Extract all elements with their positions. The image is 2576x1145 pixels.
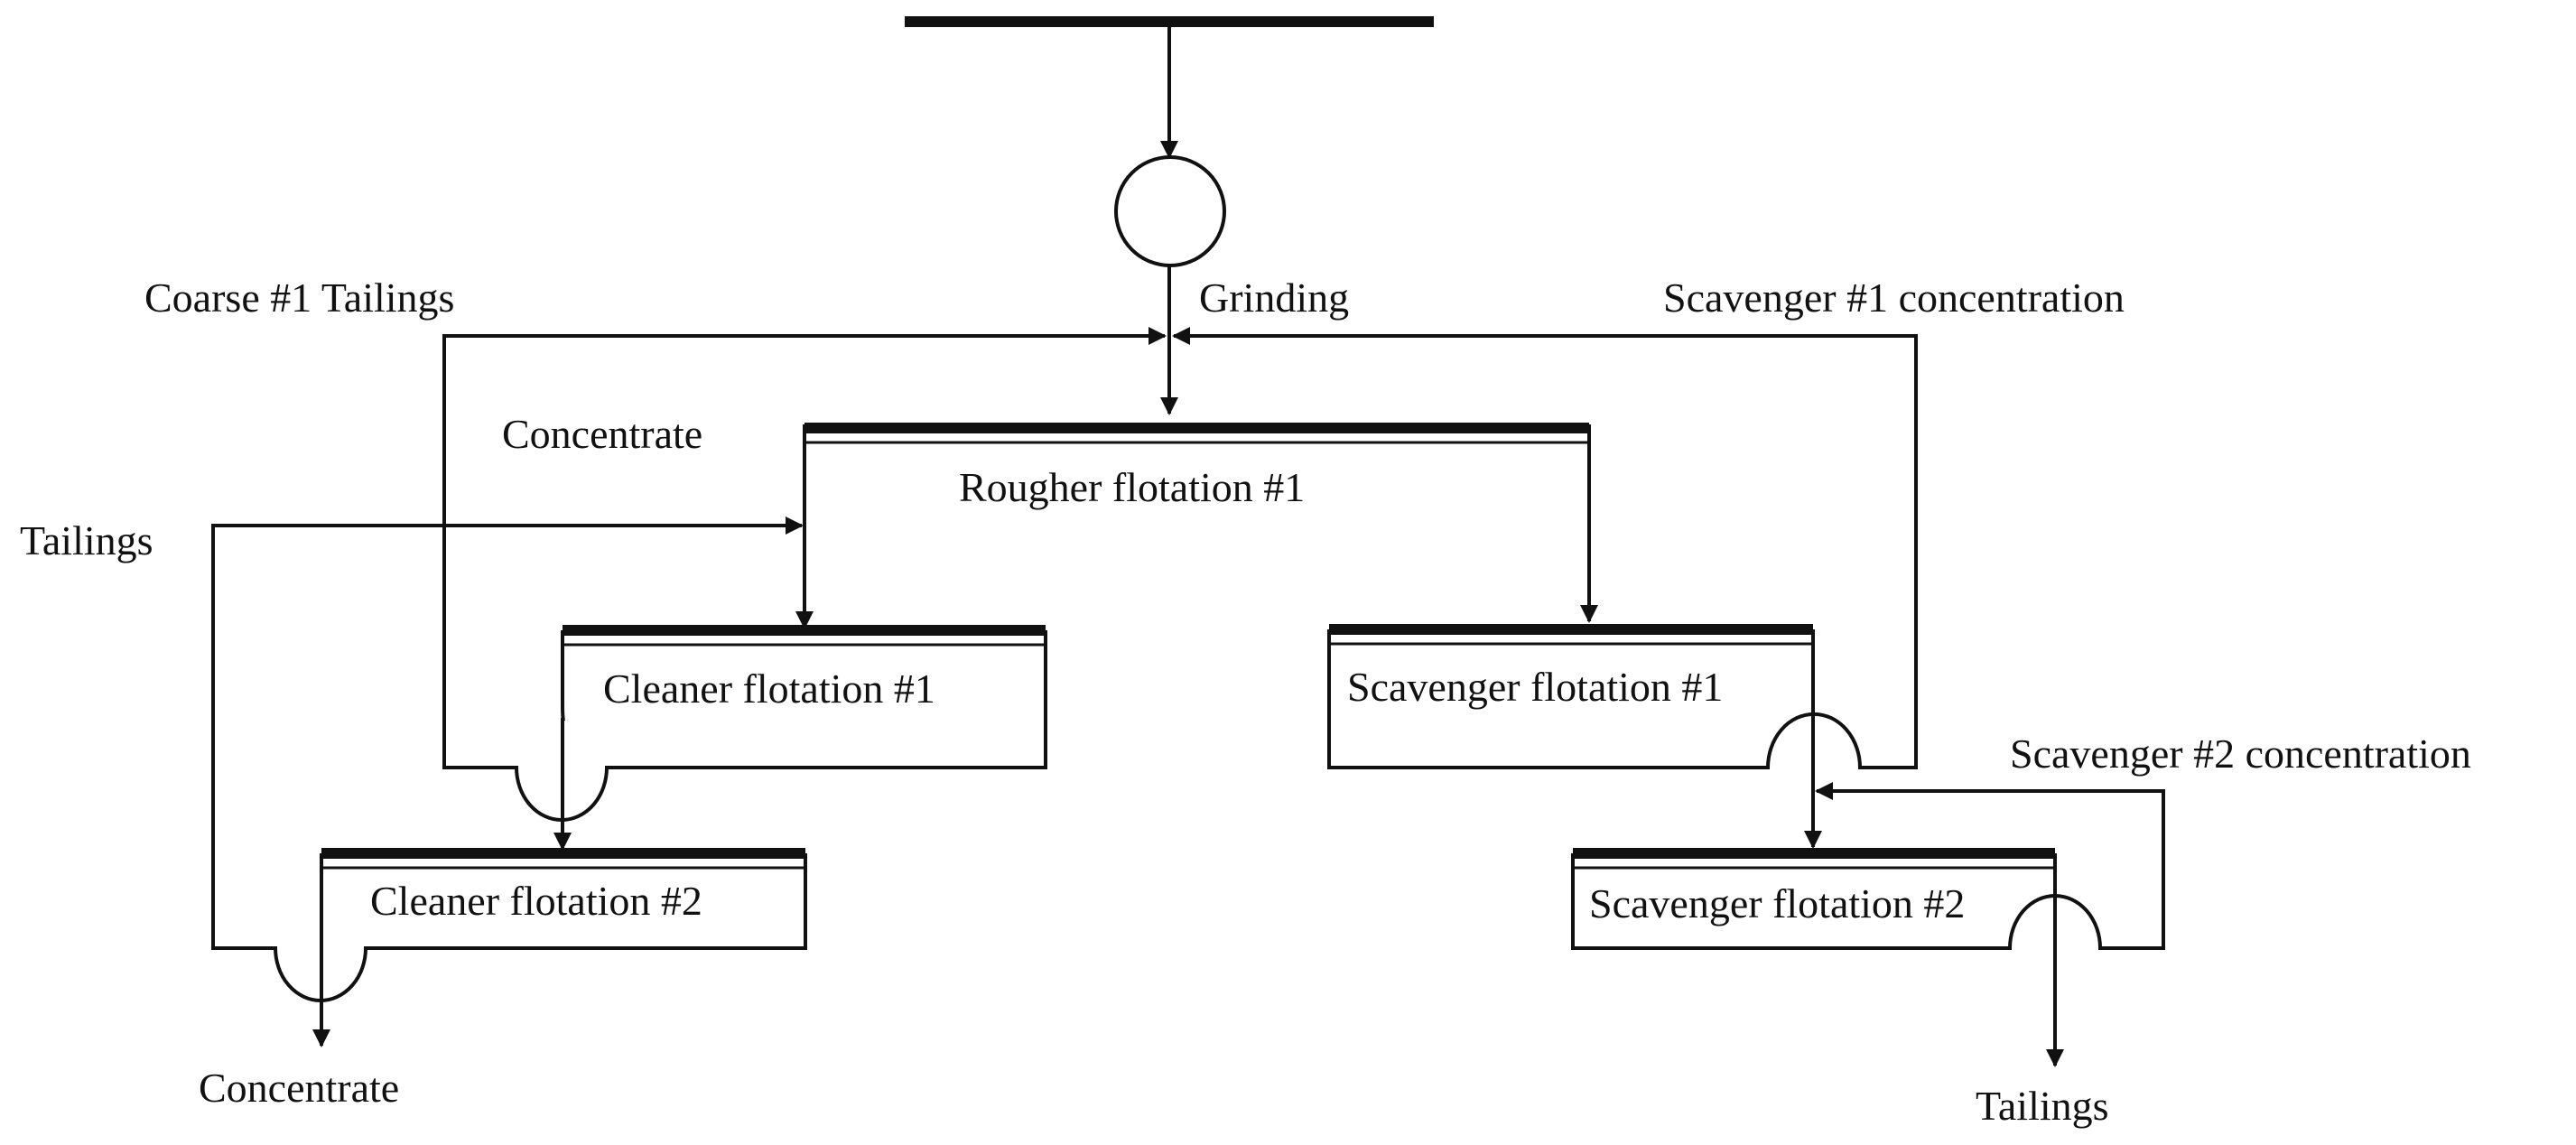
- grinding-mill-circle: [1114, 155, 1226, 267]
- scavenger-flotation-1-cell: [1185, 334, 1918, 769]
- tailings-left-label: Tailings: [20, 517, 153, 563]
- concentrate-bottom-label: Concentrate: [199, 1065, 399, 1111]
- rougher-flotation-1-label: Rougher flotation #1: [959, 464, 1305, 510]
- scavenger2-concentration-label: Scavenger #2 concentration: [2010, 731, 2471, 777]
- scavenger-flotation-2-cell: [1571, 789, 2165, 950]
- concentrate-top-label: Concentrate: [502, 411, 702, 457]
- tailings-bottom-label: Tailings: [1976, 1083, 2109, 1129]
- grinding-label: Grinding: [1199, 275, 1349, 321]
- cleaner-flotation-1-label: Cleaner flotation #1: [603, 666, 935, 712]
- cleaner-flotation-1-cell: [442, 334, 1154, 822]
- coarse-tailings-label: Coarse #1 Tailings: [144, 275, 454, 321]
- cleaner-flotation-2-cell: [211, 524, 807, 1002]
- scavenger-flotation-2-label: Scavenger flotation #2: [1589, 880, 1965, 926]
- scavenger-flotation-1-label: Scavenger flotation #1: [1347, 664, 1723, 710]
- scavenger1-concentration-label: Scavenger #1 concentration: [1663, 275, 2125, 321]
- cleaner-flotation-2-label: Cleaner flotation #2: [370, 878, 702, 924]
- rougher-flotation-1: [804, 423, 1589, 444]
